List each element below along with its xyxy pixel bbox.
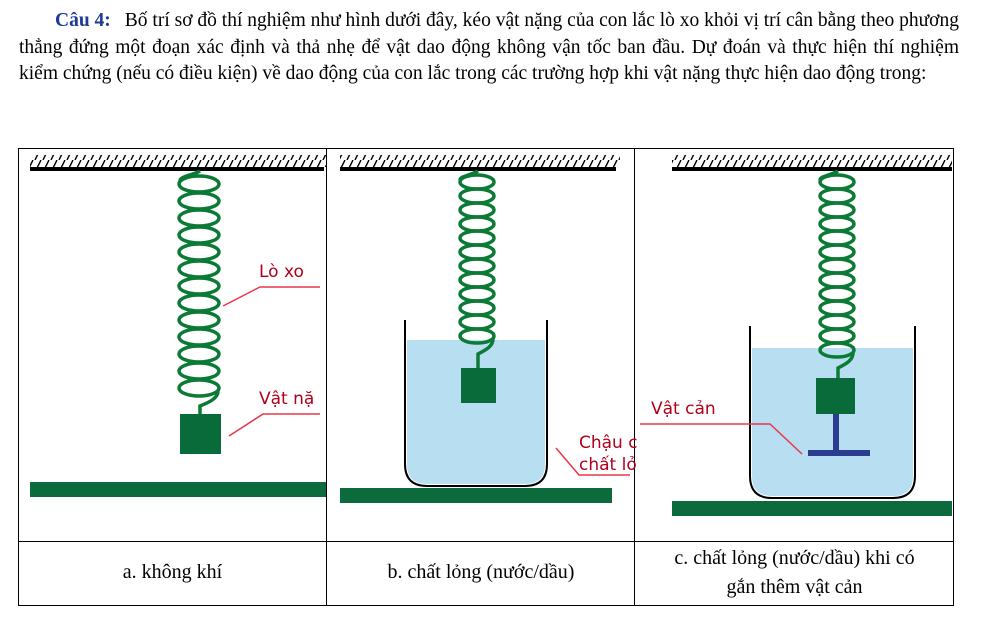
ceiling-hatch (30, 155, 326, 167)
obstacle-leader-line (640, 423, 803, 455)
panel-a-air: Lò xo Vật nặ (30, 155, 326, 497)
panel-c-liquid-obstacle: Vật cản (640, 155, 952, 516)
spring (818, 169, 856, 378)
liquid (752, 348, 913, 496)
liquid (407, 340, 545, 484)
ceiling-hatch (340, 155, 620, 167)
caption-c-line1: c. chất lỏng (nước/dầu) khi có (674, 547, 915, 569)
caption-b: b. chất lỏng (nước/dầu) (387, 561, 575, 583)
ground (340, 488, 612, 503)
figure-drawing: Lò xo Vật nặ (18, 148, 954, 606)
experiment-figure: Lò xo Vật nặ (18, 148, 954, 606)
obstacle-label: Vật cản (651, 399, 716, 419)
weight-block (461, 368, 496, 403)
table-border (18, 148, 954, 606)
container-label-line1: Chậu c (579, 433, 638, 453)
obstacle-rod (833, 414, 839, 454)
ground (672, 501, 952, 516)
ceiling-bar (340, 167, 616, 171)
ceiling-bar (30, 167, 324, 171)
weight-block (180, 414, 221, 454)
caption-c-line2: gắn thêm vật cản (726, 576, 863, 598)
ceiling-hatch (672, 155, 952, 167)
container (749, 326, 916, 499)
weight-leader-line (228, 413, 320, 437)
obstacle-plate (808, 450, 870, 456)
spring (177, 169, 221, 414)
spring-leader-line (222, 286, 320, 307)
weight-block (816, 378, 855, 414)
spring (458, 169, 496, 368)
ground (30, 482, 326, 497)
container-label-line2: chất lỏ (579, 454, 637, 475)
weight-label: Vật nặ (259, 389, 314, 409)
spring-label: Lò xo (259, 262, 304, 282)
question-body: Bố trí sơ đồ thí nghiệm như hình dưới đâ… (19, 10, 959, 84)
question-text: Câu 4:Bố trí sơ đồ thí nghiệm như hình d… (19, 8, 959, 88)
container-leader-line (555, 447, 630, 476)
question-label: Câu 4: (55, 10, 111, 31)
caption-a: a. không khí (122, 561, 223, 583)
ceiling-bar (672, 167, 952, 171)
container (404, 320, 548, 487)
panel-b-liquid: Chậu c chất lỏ (340, 155, 638, 503)
